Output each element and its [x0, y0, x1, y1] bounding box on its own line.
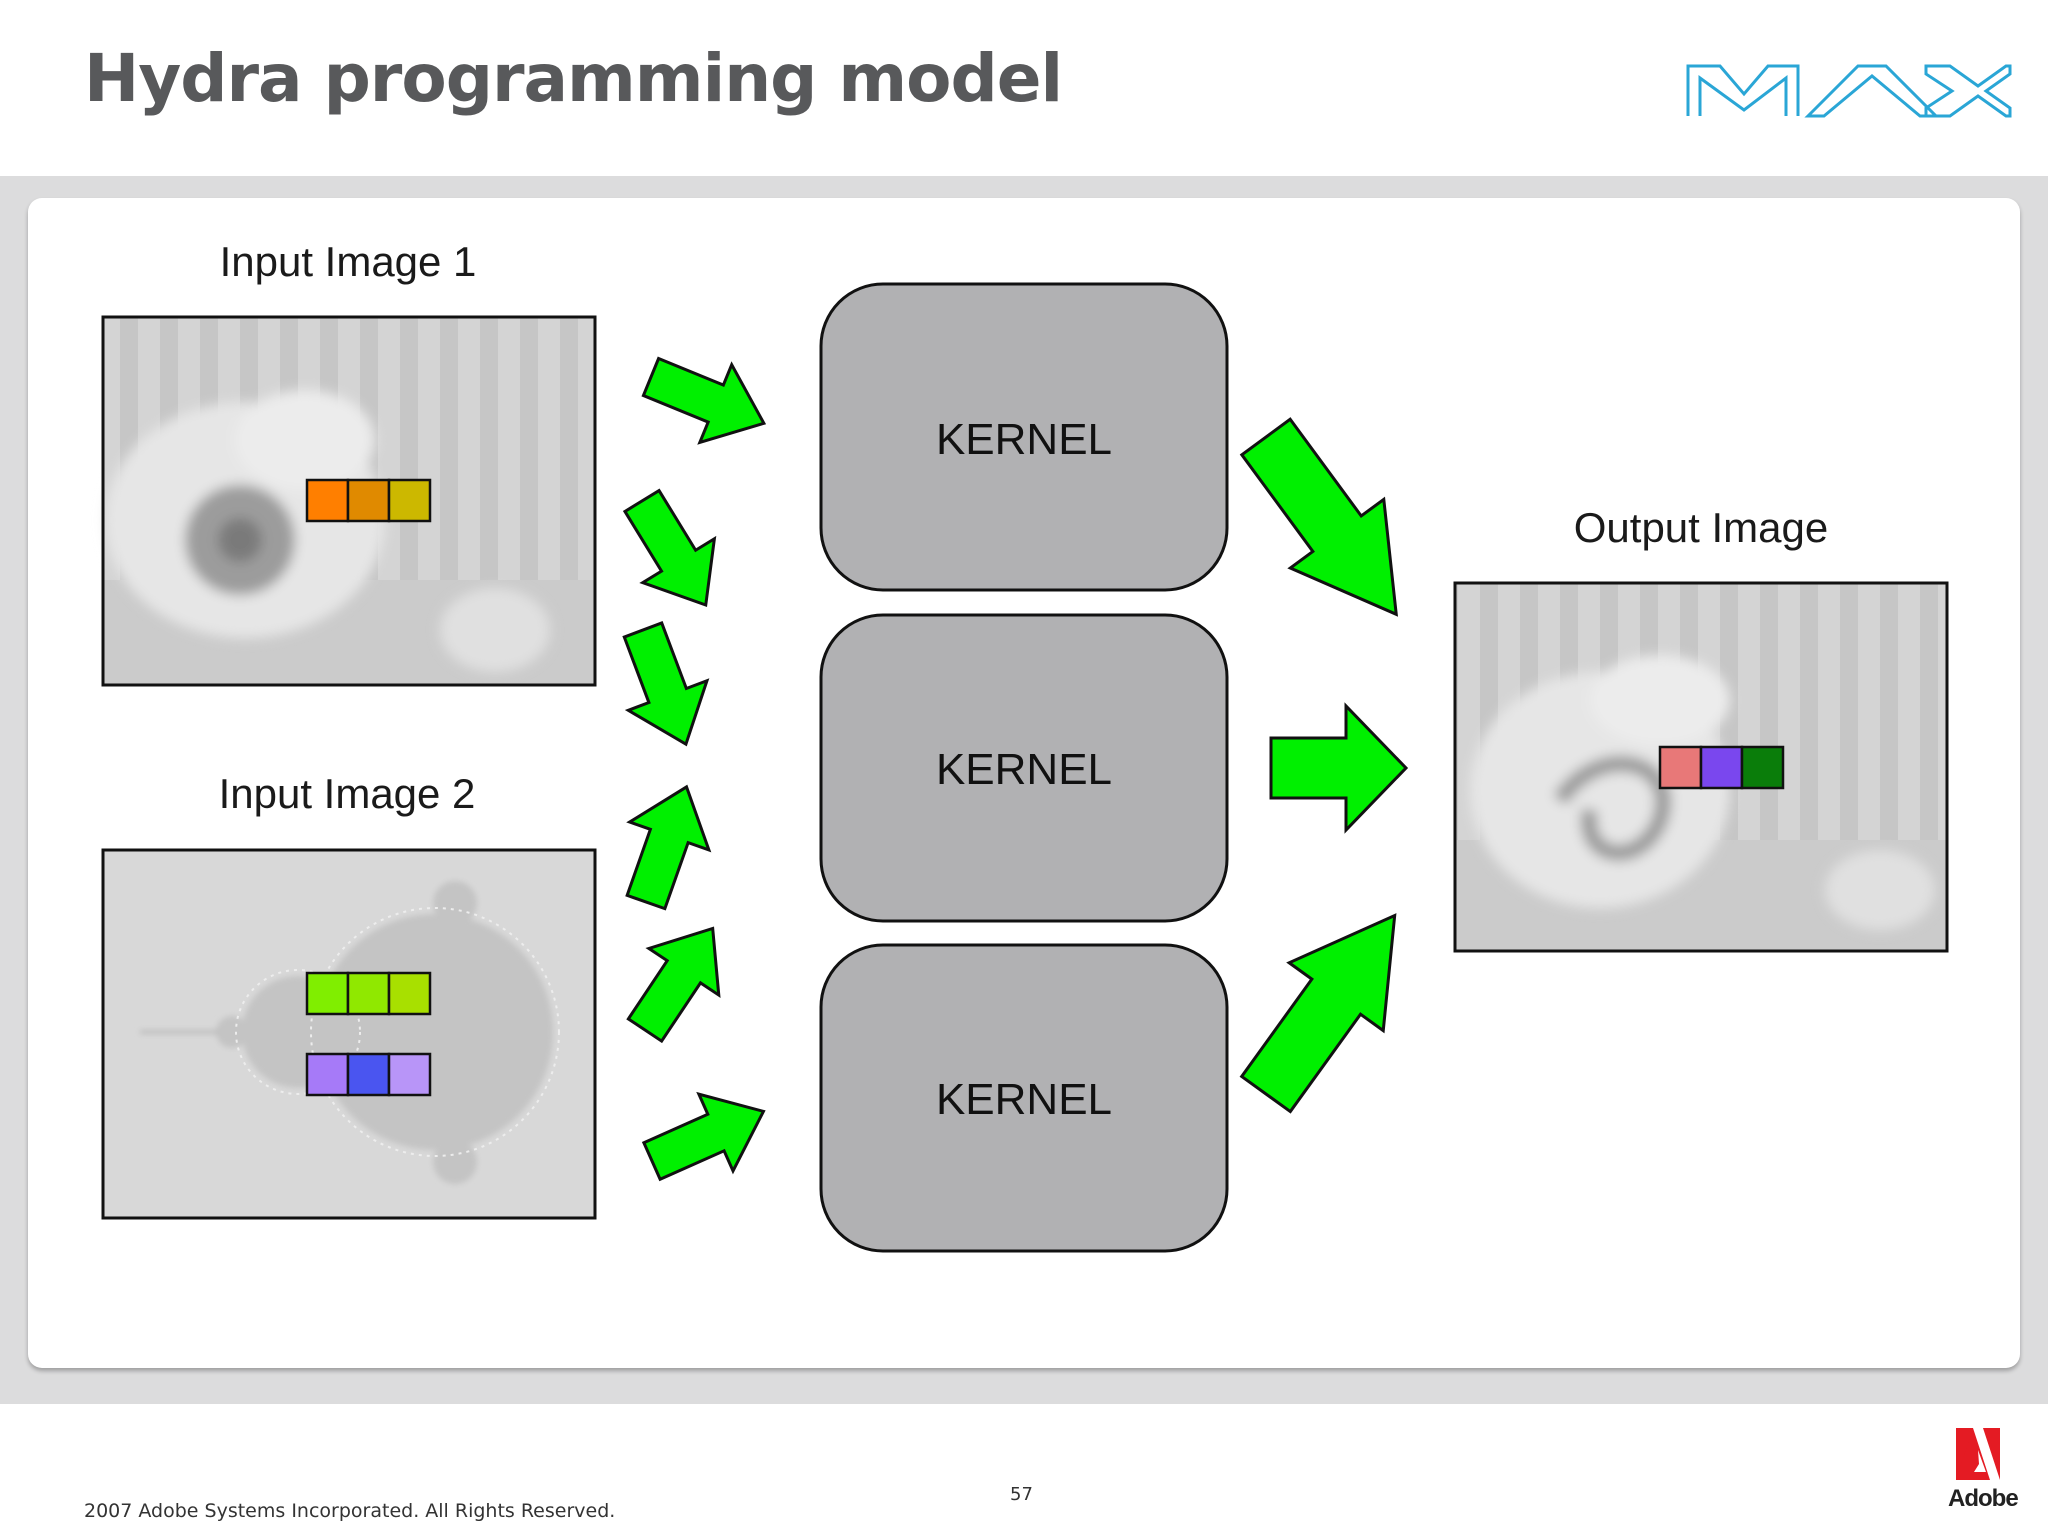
- output-pixel: [1699, 745, 1744, 790]
- arrow-input2-to-kernel2: [626, 926, 721, 1044]
- kernel-1-box: [819, 282, 1229, 592]
- input-2-pixel: [305, 971, 350, 1016]
- arrow-kernel3-to-output: [1239, 913, 1397, 1114]
- input-image-2: [101, 848, 597, 1220]
- output-image: [1453, 581, 1949, 953]
- arrow-input2-to-kernel1: [625, 784, 712, 911]
- arrow-input1-to-kernel3: [622, 621, 710, 747]
- adobe-logo: Adobe: [1948, 1428, 2019, 1513]
- input-image-1-label: Input Image 1: [220, 238, 477, 285]
- page-number: 57: [1010, 1484, 1033, 1505]
- input-2-pixel: [346, 971, 391, 1016]
- input-1-pixel-strip: [305, 478, 432, 523]
- kernel-1-label: KERNEL: [936, 415, 1112, 464]
- input-2-pixel: [387, 971, 432, 1016]
- kernel-3-box: [819, 943, 1229, 1253]
- output-image-label: Output Image: [1574, 504, 1828, 551]
- footer-copyright: 2007 Adobe Systems Incorporated. All Rig…: [84, 1500, 616, 1522]
- input-2-pixel-strip-bottom: [305, 1052, 432, 1097]
- kernel-3: KERNEL: [819, 943, 1229, 1253]
- input-2-pixel: [305, 1052, 350, 1097]
- input-2-pixel: [387, 1052, 432, 1097]
- arrow-kernel2-to-output: [1269, 702, 1409, 834]
- input-2-pixel-strip-top: [305, 971, 432, 1016]
- kernel-2-label: KERNEL: [936, 745, 1112, 794]
- slide-title: Hydra programming model: [84, 40, 1063, 117]
- kernel-2: KERNEL: [819, 613, 1229, 923]
- arrow-kernel1-to-output: [1239, 417, 1399, 617]
- arrow-input1-to-kernel2: [622, 488, 717, 608]
- input-image-1: [101, 315, 597, 687]
- arrow-input2-to-kernel3: [641, 1091, 766, 1182]
- arrow-input1-to-kernel1: [641, 356, 767, 445]
- pansy-flower-picture: [105, 390, 550, 672]
- output-pixel: [1658, 745, 1703, 790]
- kernel-2-box: [819, 613, 1229, 923]
- adobe-a-icon: [1956, 1428, 2000, 1480]
- input-2-pixel: [346, 1052, 391, 1097]
- input-1-pixel: [305, 478, 350, 523]
- kernel-1: KERNEL: [819, 282, 1229, 592]
- output-pixel: [1740, 745, 1785, 790]
- max-logo: [1686, 60, 2012, 123]
- swirled-flower-picture: [1470, 655, 1935, 930]
- input-1-pixel: [346, 478, 391, 523]
- output-pixel-strip: [1658, 745, 1785, 790]
- input-1-pixel: [387, 478, 432, 523]
- input-image-2-label: Input Image 2: [219, 770, 476, 817]
- kernel-3-label: KERNEL: [936, 1075, 1112, 1124]
- diagram: Input Image 1 Input Image 2: [101, 238, 1949, 1253]
- adobe-logo-text: Adobe: [1948, 1485, 2019, 1512]
